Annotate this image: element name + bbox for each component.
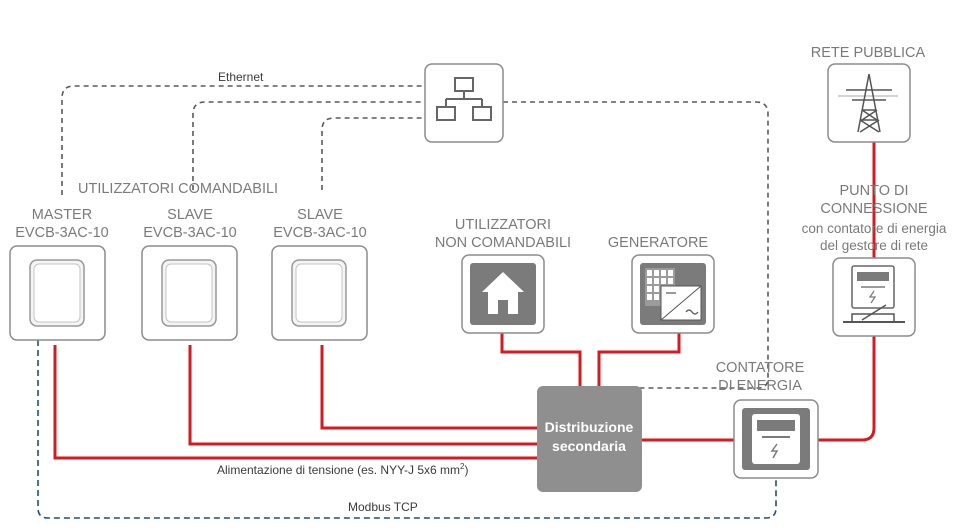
power-tower-icon (838, 73, 898, 133)
non-comandabili-label-2: NON COMANDABILI (435, 235, 571, 251)
punto-label: PUNTO DI (839, 183, 908, 199)
contatore-label: CONTATORE (716, 360, 805, 376)
non-comandabili-label: UTILIZZATORI (455, 217, 551, 233)
modbus-label: Modbus TCP (348, 500, 418, 514)
slave1-label: SLAVE (167, 207, 213, 223)
house-icon (482, 272, 524, 314)
slave2-model-label: EVCB-3AC-10 (273, 225, 366, 241)
house-device (461, 254, 545, 334)
punto-label-3: con contatore di energia (802, 221, 947, 236)
slave2-label: SLAVE (297, 207, 343, 223)
punto-label-2: CONNESSIONE (820, 201, 927, 217)
master-label: MASTER (32, 207, 92, 223)
alimentazione-label: Alimentazione di tensione (es. NYY-J 5x6… (217, 462, 468, 477)
ethernet-label: Ethernet (218, 70, 264, 84)
connection-point (832, 257, 916, 337)
master-charger (9, 245, 106, 341)
contatore-label-2: DI ENERGIA (718, 378, 802, 394)
solar-panel-icon (645, 268, 702, 321)
meter-icon (752, 414, 800, 464)
power-lines (53, 142, 876, 460)
network-icon (436, 77, 492, 121)
slave2-charger (271, 245, 368, 341)
distribuzione-label-2: secondaria (552, 438, 626, 454)
master-model-label: EVCB-3AC-10 (15, 225, 108, 241)
punto-label-4: del gestore di rete (820, 238, 928, 253)
modbus-connection (37, 340, 777, 519)
rete-pubblica-label: RETE PUBBLICA (811, 45, 926, 61)
network-switch (424, 63, 504, 143)
generatore-label: GENERATORE (608, 235, 709, 251)
distribuzione-secondaria-box: Distribuzione secondaria (537, 386, 642, 492)
ethernet-connections (61, 85, 769, 389)
grid-meter-icon (843, 265, 905, 323)
utilizzatori-comandabili-label: UTILIZZATORI COMANDABILI (78, 181, 278, 197)
generator-device (631, 254, 715, 334)
distribuzione-label: Distribuzione (545, 419, 634, 435)
public-grid (827, 63, 911, 143)
slave1-charger (141, 245, 238, 341)
slave1-model-label: EVCB-3AC-10 (143, 225, 236, 241)
energy-meter (733, 399, 819, 479)
